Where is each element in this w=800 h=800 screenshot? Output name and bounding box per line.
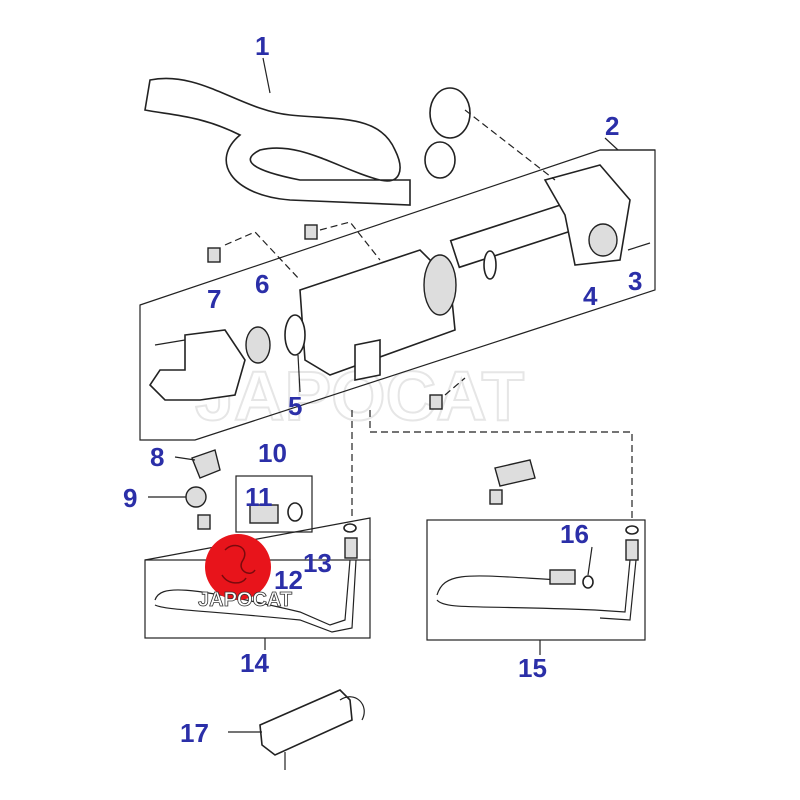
callouts: 1 2 3 4 5 6 7 8 9 10 11 12 13 14 15 16 1…: [123, 31, 642, 748]
callout-3: 3: [628, 266, 642, 296]
callout-7: 7: [207, 284, 221, 314]
callout-9: 9: [123, 483, 137, 513]
o-ring: [625, 525, 639, 535]
bracket: [191, 449, 221, 479]
o-ring: [582, 575, 594, 589]
thermostat-housing: [284, 164, 631, 381]
callout-8: 8: [150, 442, 164, 472]
logo-badge: [205, 534, 271, 600]
o-ring: [343, 523, 357, 533]
bolts: [154, 224, 651, 530]
japocat-logo: JAPOCAT: [198, 534, 292, 611]
frame-hose-15: [426, 519, 646, 641]
callout-14: 14: [240, 648, 269, 678]
logo-text: JAPOCAT: [198, 589, 292, 611]
oil-cooler-pipes: [284, 696, 365, 770]
callout-4: 4: [583, 281, 598, 311]
callout-13: 13: [303, 548, 332, 578]
clip: [185, 486, 207, 508]
banjo-bolt: [249, 504, 279, 524]
logo-emblem: [221, 544, 256, 584]
callout-1: 1: [255, 31, 269, 61]
oil-pipe-15: [436, 559, 637, 621]
callout-12: 12: [274, 565, 303, 595]
callout-2: 2: [605, 111, 619, 141]
pipe-fitting: [625, 539, 639, 561]
thermostat-cover: [148, 329, 246, 401]
frame-10: [235, 475, 313, 533]
callout-5: 5: [288, 391, 302, 421]
callout-17: 17: [180, 718, 209, 748]
oil-cooler: [259, 689, 353, 756]
callout-16: 16: [560, 519, 589, 549]
oil-pipe-14: [154, 559, 357, 633]
upper-hose: [144, 77, 411, 206]
pipe-fitting: [344, 537, 358, 559]
callout-10: 10: [258, 438, 287, 468]
callout-11: 11: [245, 482, 273, 512]
thermostat: [245, 326, 271, 364]
pipe-bracket: [494, 459, 536, 487]
hose-clamp: [429, 87, 471, 139]
leader-lines: [224, 109, 633, 520]
hose-clamp: [424, 141, 456, 179]
callout-15: 15: [518, 653, 547, 683]
pipe-fitting: [549, 569, 576, 585]
o-ring: [287, 502, 303, 522]
callout-leaders: [148, 57, 619, 733]
callout-6: 6: [255, 269, 269, 299]
